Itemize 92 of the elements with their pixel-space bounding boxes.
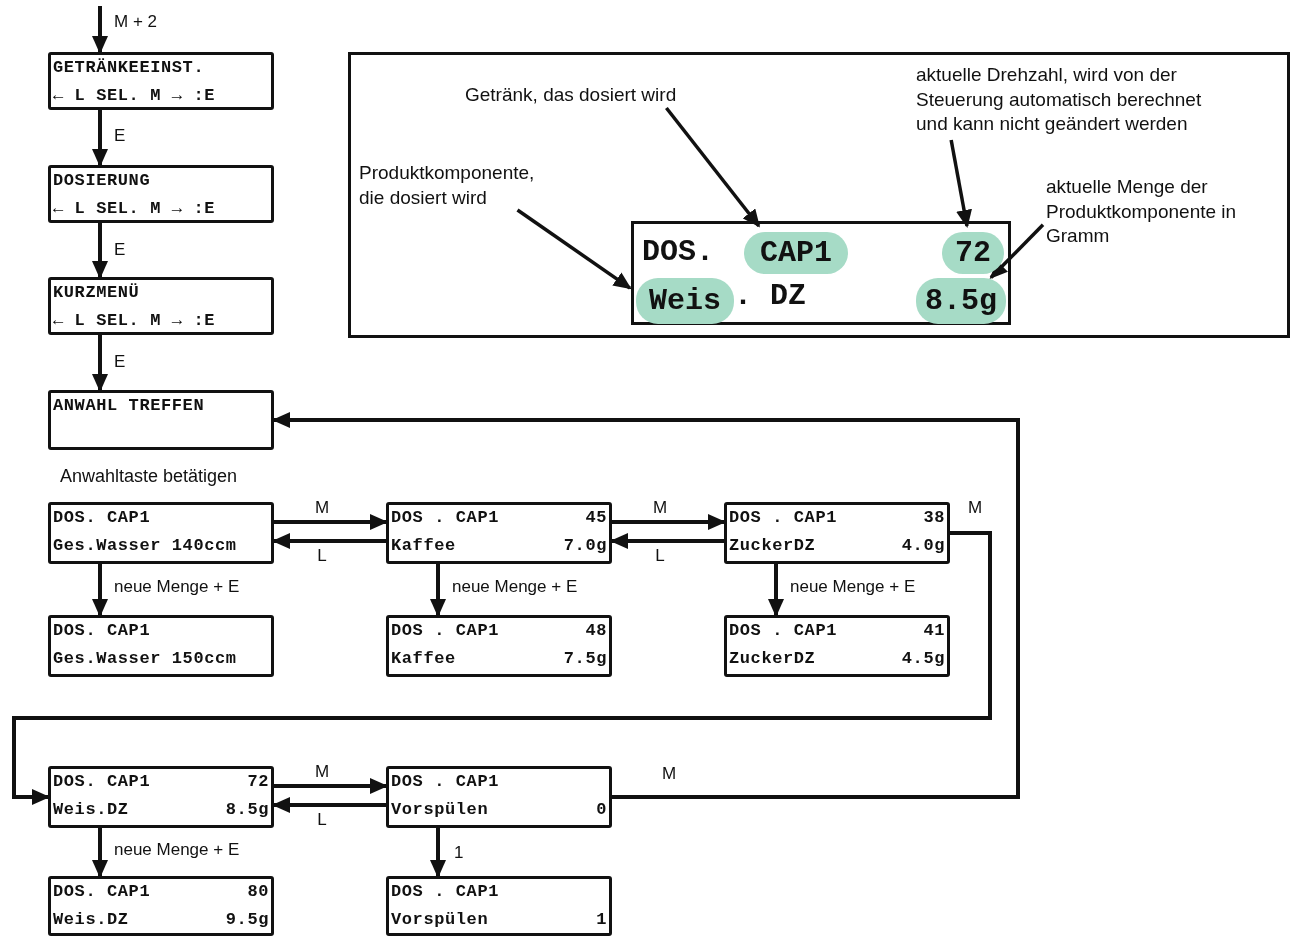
arrow bbox=[92, 564, 108, 617]
display-text: DOS. CAP1 bbox=[53, 620, 151, 642]
display-text: . DZ bbox=[734, 278, 806, 315]
display-text: Weis.DZ bbox=[53, 799, 129, 821]
display-text: 72 bbox=[247, 771, 269, 793]
highlighted-field: CAP1 bbox=[744, 232, 848, 274]
display-text: ZuckerDZ bbox=[729, 535, 816, 557]
display-text: DOS . CAP1 bbox=[391, 881, 500, 903]
lcd-display-box bbox=[386, 615, 612, 677]
display-text: DOS. bbox=[642, 234, 714, 271]
display-text: Kaffee bbox=[391, 535, 456, 557]
lcd-display-box bbox=[48, 876, 274, 936]
display-text: 9.5g bbox=[225, 909, 269, 931]
display-text: 80 bbox=[247, 881, 269, 903]
arrow bbox=[274, 778, 388, 794]
display-text: DOS . CAP1 bbox=[729, 620, 838, 642]
display-text: Vorspülen bbox=[391, 799, 489, 821]
display-text: Ges.Wasser 140ccm bbox=[53, 535, 237, 557]
display-text: ← L SEL. M → :E bbox=[53, 310, 216, 332]
display-text: 7.0g bbox=[563, 535, 607, 557]
display-text: DOS . CAP1 bbox=[729, 507, 838, 529]
arrow bbox=[272, 797, 386, 813]
lcd-display-box bbox=[48, 165, 274, 223]
display-text: DOSIERUNG bbox=[53, 170, 151, 192]
arrow bbox=[612, 514, 726, 530]
arrow bbox=[92, 223, 108, 279]
display-text: DOS. CAP1 bbox=[53, 771, 151, 793]
lcd-display-box bbox=[48, 766, 274, 828]
lcd-display-box bbox=[724, 502, 950, 564]
arrow bbox=[274, 514, 388, 530]
callout-note: Getränk, das dosiert wird bbox=[465, 83, 745, 111]
arrow bbox=[272, 412, 1020, 799]
display-text: ← L SEL. M → :E bbox=[53, 85, 216, 107]
display-text: GETRÄNKEEINST. bbox=[53, 57, 205, 79]
edge-label: neue Menge + E bbox=[112, 577, 242, 597]
display-text: KURZMENÜ bbox=[53, 282, 140, 304]
display-text: 45 bbox=[585, 507, 607, 529]
callout-note: aktuelle Menge der Produktkomponente in Gramm bbox=[1046, 175, 1281, 255]
arrow bbox=[12, 531, 992, 805]
arrow bbox=[92, 828, 108, 878]
highlighted-field: Weis bbox=[636, 278, 734, 324]
arrow bbox=[272, 533, 386, 549]
display-text: Ges.Wasser 150ccm bbox=[53, 648, 237, 670]
display-text: 1 bbox=[596, 909, 607, 931]
display-text: DOS. CAP1 bbox=[53, 881, 151, 903]
arrow bbox=[430, 564, 446, 617]
display-text: DOS . CAP1 bbox=[391, 771, 500, 793]
edge-label: neue Menge + E bbox=[450, 577, 580, 597]
lcd-display-box bbox=[48, 615, 274, 677]
lcd-display-box bbox=[48, 277, 274, 335]
leader-arrow bbox=[516, 208, 632, 290]
callout-panel bbox=[348, 52, 1290, 338]
display-text: 38 bbox=[923, 507, 945, 529]
lcd-display-box bbox=[48, 390, 274, 450]
display-text: 0 bbox=[596, 799, 607, 821]
display-text: ← L SEL. M → :E bbox=[53, 198, 216, 220]
display-text: Weis.DZ bbox=[53, 909, 129, 931]
display-text: DOS . CAP1 bbox=[391, 620, 500, 642]
callout-note: aktuelle Drehzahl, wird von der Steuerung automatisch berechnet und kann nicht geändert werden bbox=[916, 63, 1234, 143]
arrow bbox=[92, 110, 108, 167]
lcd-display-box bbox=[48, 502, 274, 564]
arrow bbox=[92, 335, 108, 392]
lcd-display-box bbox=[724, 615, 950, 677]
display-text: DOS . CAP1 bbox=[391, 507, 500, 529]
display-text: ZuckerDZ bbox=[729, 648, 816, 670]
lcd-display-box bbox=[48, 52, 274, 110]
display-text: 7.5g bbox=[563, 648, 607, 670]
callout-note: Produktkomponente, die dosiert wird bbox=[359, 161, 549, 213]
display-text: Kaffee bbox=[391, 648, 456, 670]
leader-arrow bbox=[949, 139, 972, 228]
display-text: 4.5g bbox=[901, 648, 945, 670]
display-text: 8.5g bbox=[225, 799, 269, 821]
lcd-display-box bbox=[631, 221, 1011, 325]
arrow bbox=[92, 6, 108, 54]
leader-arrow bbox=[989, 223, 1045, 279]
display-text: DOS. CAP1 bbox=[53, 507, 151, 529]
arrow bbox=[430, 828, 446, 878]
edge-label: neue Menge + E bbox=[112, 840, 242, 860]
highlighted-field: 8.5g bbox=[916, 278, 1006, 324]
lcd-display-box bbox=[386, 766, 612, 828]
arrow bbox=[768, 564, 784, 617]
display-text: 41 bbox=[923, 620, 945, 642]
arrow bbox=[610, 533, 724, 549]
display-text: 4.0g bbox=[901, 535, 945, 557]
lcd-display-box bbox=[386, 876, 612, 936]
lcd-display-box bbox=[386, 502, 612, 564]
highlighted-field: 72 bbox=[942, 232, 1004, 274]
display-text: ANWAHL TREFFEN bbox=[53, 395, 205, 417]
edge-label: neue Menge + E bbox=[788, 577, 918, 597]
display-text: Vorspülen bbox=[391, 909, 489, 931]
display-text: 48 bbox=[585, 620, 607, 642]
leader-arrow bbox=[665, 106, 761, 228]
